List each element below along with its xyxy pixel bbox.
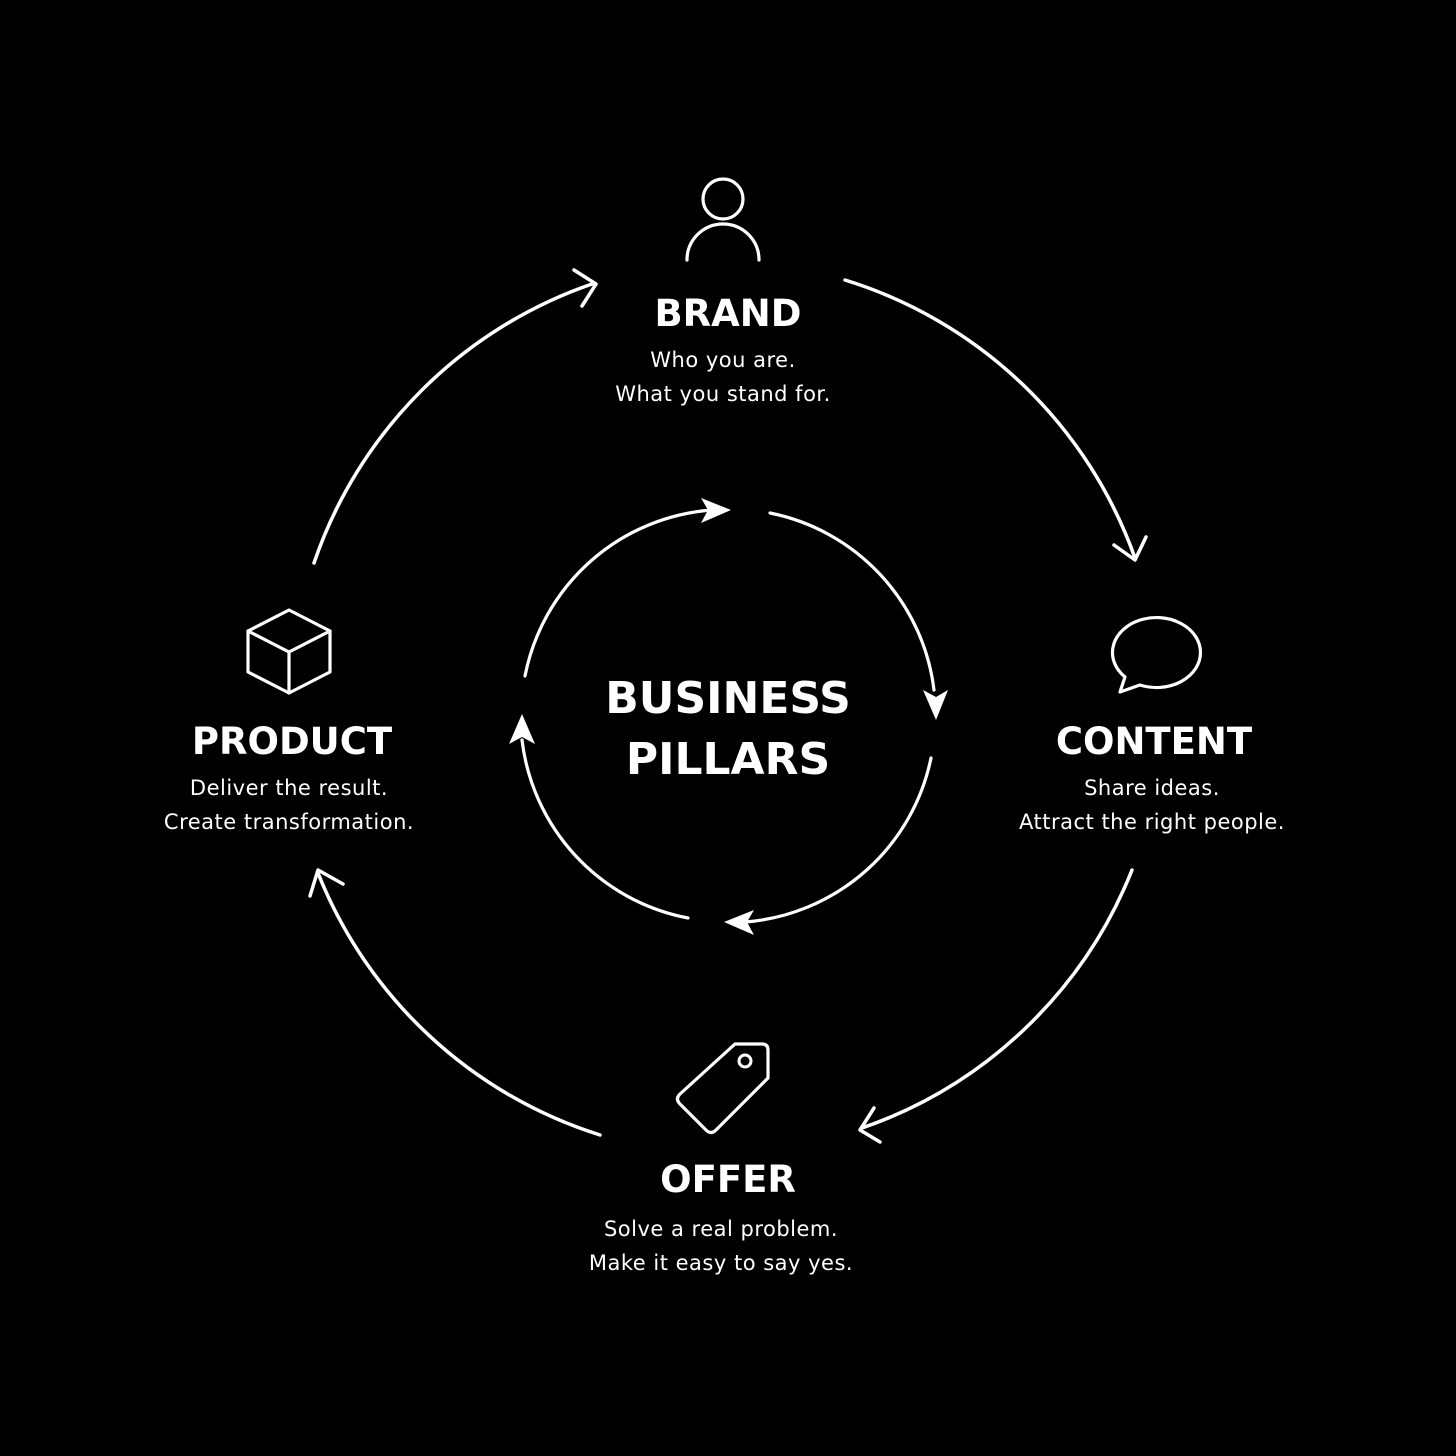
person-icon [685,177,761,262]
pillar-product-line-1: Deliver the result. [190,776,388,800]
arrow-content-to-offer [860,868,1134,1130]
arrow-product-to-brand [312,282,594,565]
pillar-content-title: CONTENT [1056,720,1253,763]
pillar-brand-line-2: What you stand for. [615,382,831,406]
inner-arrowhead-right [923,690,948,720]
pillar-brand: BRAND Who you are. What you stand for. [615,177,831,406]
price-tag-icon [675,1042,770,1135]
inner-arrowhead-top [701,498,731,523]
inner-arc-bottom-right [743,756,933,924]
pillar-content: CONTENT Share ideas. Attract the right p… [1019,615,1285,834]
arrow-offer-to-product [316,871,602,1137]
box-icon [246,608,332,695]
pillar-product: PRODUCT Deliver the result. Create trans… [164,608,414,834]
pillar-brand-line-1: Who you are. [650,348,796,372]
pillar-product-line-2: Create transformation. [164,810,414,834]
arrow-brand-to-content [843,278,1137,560]
outer-cycle [308,268,1148,1144]
arrowhead-content-to-offer [858,1106,882,1144]
inner-arc-top-right [768,511,936,692]
inner-arrowhead-bottom [724,910,754,935]
center-title-line-2: PILLARS [626,734,830,785]
pillar-brand-title: BRAND [654,292,801,335]
pillar-offer-line-2: Make it easy to say yes. [589,1251,853,1275]
speech-bubble-icon [1110,615,1203,694]
arrowhead-brand-to-content [1112,535,1148,562]
pillar-product-title: PRODUCT [192,720,393,763]
center-title-line-1: BUSINESS [605,673,851,724]
pillar-content-line-1: Share ideas. [1084,776,1220,800]
center-title: BUSINESS PILLARS [605,673,851,785]
arrowhead-offer-to-product [308,868,345,898]
pillar-offer: OFFER Solve a real problem. Make it easy… [589,1042,853,1275]
pillar-content-line-2: Attract the right people. [1019,810,1285,834]
arrowhead-product-to-brand [572,268,598,308]
inner-arc-top-left [523,508,714,678]
inner-arc-bottom-left [520,738,690,920]
pillar-offer-line-1: Solve a real problem. [604,1217,838,1241]
pillar-offer-title: OFFER [660,1158,796,1201]
inner-cycle [509,498,948,935]
inner-arrowhead-left [509,714,535,744]
